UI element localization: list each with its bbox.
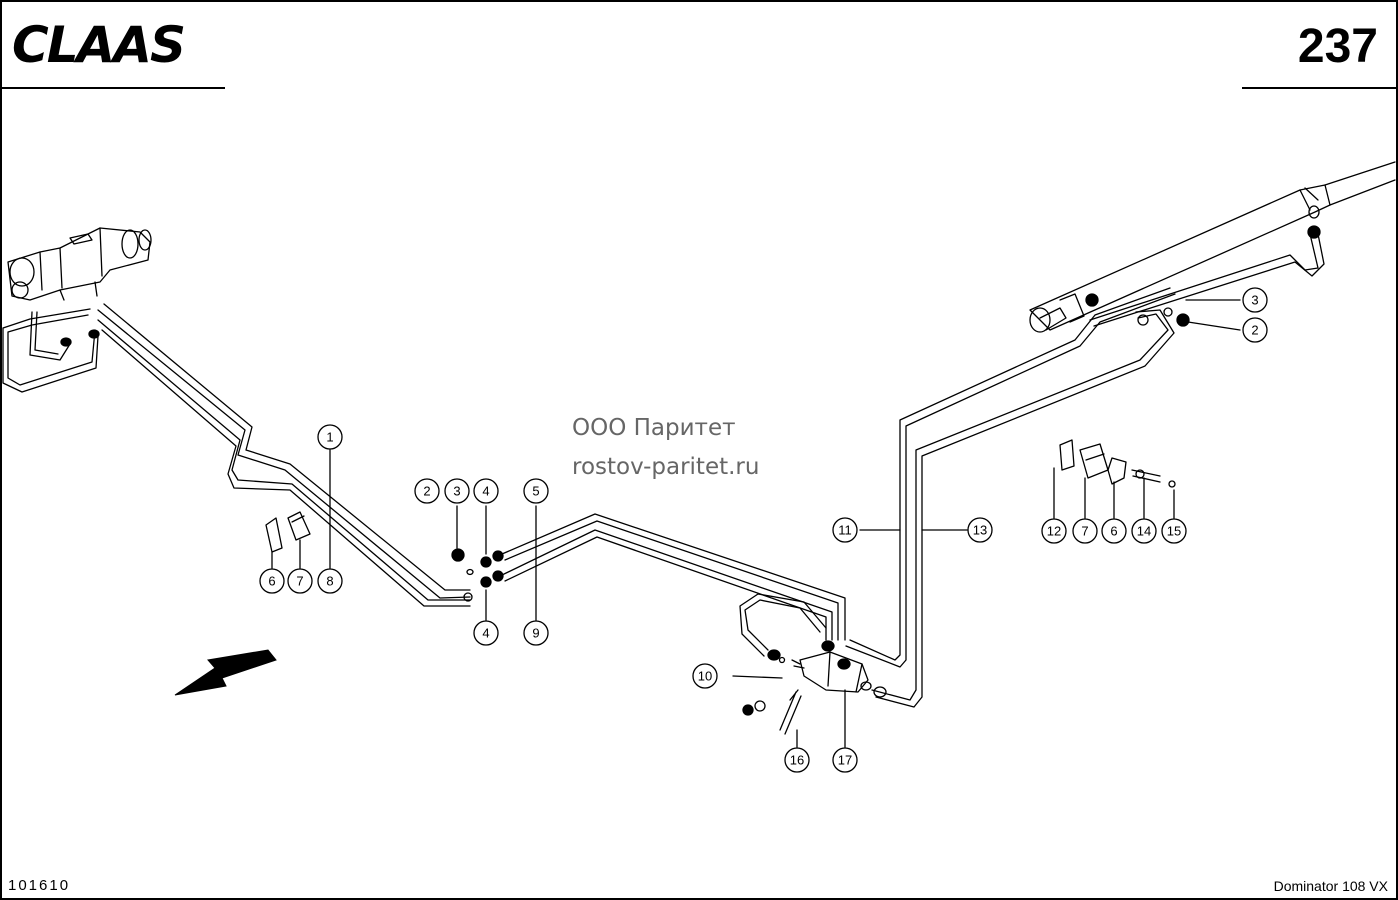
callout-circle	[1041, 518, 1067, 544]
pipe-1	[97, 309, 471, 599]
callout-number: 8	[326, 574, 333, 589]
callout-number: 4	[482, 484, 489, 499]
pipe-cylinder-return	[1089, 233, 1319, 321]
callout-c2b: 2	[1242, 317, 1268, 343]
callout-c8: 8	[317, 568, 343, 594]
callout-circle	[414, 478, 440, 504]
callout-c7b: 7	[1072, 518, 1098, 544]
callout-number: 2	[423, 484, 430, 499]
hose-loop-10	[744, 599, 821, 651]
callout-number: 9	[532, 626, 539, 641]
callout-circle	[1242, 287, 1268, 313]
clamp-set-right	[1059, 439, 1176, 488]
callout-circle	[967, 517, 993, 543]
callout-circle	[523, 620, 549, 646]
callout-circle	[473, 478, 499, 504]
union-fittings-middle	[451, 548, 504, 602]
callout-number: 3	[453, 484, 460, 499]
callout-circle	[692, 663, 718, 689]
callout-number: 16	[790, 753, 804, 768]
fitting-3-right	[1163, 307, 1173, 317]
callout-c14: 14	[1131, 518, 1157, 544]
callout-circle	[287, 568, 313, 594]
callout-circle	[1072, 518, 1098, 544]
callout-number: 10	[698, 669, 712, 684]
callout-circle	[784, 747, 810, 773]
callout-c1: 1	[317, 424, 343, 450]
callout-c17: 17	[832, 747, 858, 773]
callout-c4b: 4	[473, 620, 499, 646]
clamp-set-left	[265, 511, 311, 553]
callout-number: 6	[1110, 524, 1117, 539]
callout-circle	[1101, 518, 1127, 544]
callout-c16: 16	[784, 747, 810, 773]
control-valve-17	[791, 640, 872, 693]
callout-circle	[832, 517, 858, 543]
hose-loop-left	[7, 314, 96, 386]
callout-number: 1	[326, 430, 333, 445]
callout-number: 13	[973, 523, 987, 538]
callout-circle	[1242, 317, 1268, 343]
callout-number: 6	[268, 574, 275, 589]
callout-c7a: 7	[287, 568, 313, 594]
callout-c12: 12	[1041, 518, 1067, 544]
callout-circle	[1161, 518, 1187, 544]
callout-number: 3	[1251, 293, 1258, 308]
hydraulic-lines-drawing	[2, 161, 1396, 748]
callout-number: 7	[1081, 524, 1088, 539]
callout-circle	[473, 620, 499, 646]
callout-c3b: 3	[1242, 287, 1268, 313]
callout-number: 7	[296, 574, 303, 589]
callout-number: 12	[1047, 524, 1061, 539]
callout-circle	[259, 568, 285, 594]
pipe-13	[871, 313, 1169, 701]
watermark-company: ООО Паритет	[572, 415, 736, 441]
callout-number: 15	[1167, 524, 1181, 539]
model-name: Dominator 108 VX	[1274, 878, 1389, 894]
callout-circle	[444, 478, 470, 504]
callout-c5: 5	[523, 478, 549, 504]
callout-c10: 10	[692, 663, 718, 689]
valve-block-left	[7, 227, 152, 301]
callout-circle	[832, 747, 858, 773]
pipe-5	[501, 513, 846, 641]
callout-number: 11	[838, 523, 852, 538]
pipe-8	[97, 319, 471, 601]
callout-c4a: 4	[473, 478, 499, 504]
callout-circle	[523, 478, 549, 504]
callout-circle	[317, 568, 343, 594]
page-number: 237	[1298, 20, 1378, 73]
direction-arrow	[174, 649, 277, 696]
pipe-9	[501, 529, 833, 641]
fitting-2-right	[1176, 313, 1190, 327]
callout-circle	[1131, 518, 1157, 544]
brand-logo: CLAAS	[12, 16, 184, 74]
callout-number: 2	[1251, 323, 1258, 338]
callout-c6b: 6	[1101, 518, 1127, 544]
hydraulic-cylinder-right	[1029, 161, 1396, 333]
pipe-11	[849, 287, 1171, 661]
callout-number: 4	[482, 626, 489, 641]
callout-c6a: 6	[259, 568, 285, 594]
watermark-url: rostov-paritet.ru	[572, 454, 759, 480]
callout-c9: 9	[523, 620, 549, 646]
bolt-16	[779, 689, 802, 735]
callout-circle	[317, 424, 343, 450]
callout-c3a: 3	[444, 478, 470, 504]
callout-number: 17	[838, 753, 852, 768]
callout-c13: 13	[967, 517, 993, 543]
callout-c11: 11	[832, 517, 858, 543]
callout-c15: 15	[1161, 518, 1187, 544]
drawing-number: 101610	[8, 877, 70, 894]
callout-number: 5	[532, 484, 539, 499]
callout-number: 14	[1137, 524, 1151, 539]
callout-c2a: 2	[414, 478, 440, 504]
